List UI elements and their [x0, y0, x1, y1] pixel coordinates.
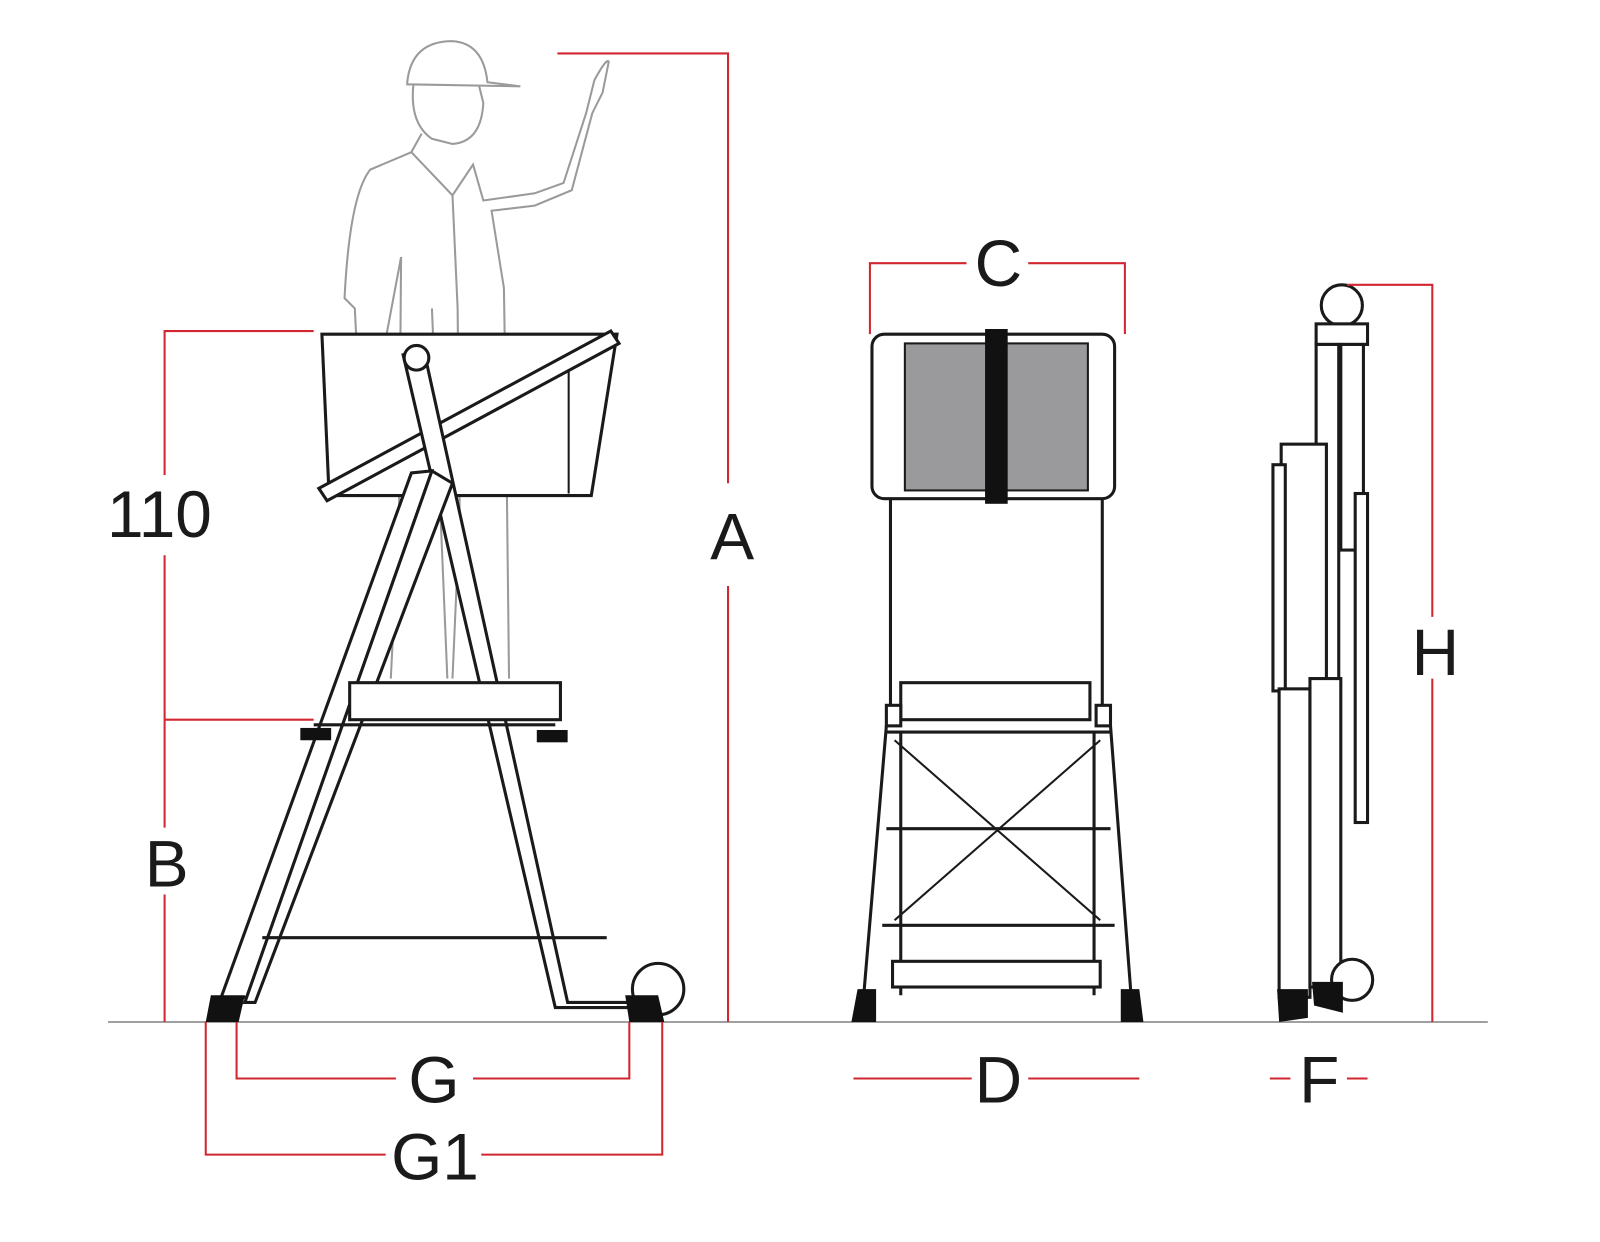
dimension-a-label: A: [710, 500, 754, 574]
dimension-lines: [163, 52, 1434, 1156]
dimension-f-label: F: [1299, 1043, 1339, 1117]
dimension-b-label: B: [145, 827, 189, 901]
dimension-g1-label: G1: [391, 1120, 479, 1194]
side-view-ladder: [205, 329, 686, 1022]
dimension-c-label: C: [975, 226, 1023, 300]
guardrail-height-label: 110: [107, 477, 212, 551]
dimension-d-label: D: [975, 1043, 1023, 1117]
dimension-g-label: G: [408, 1043, 459, 1117]
folded-ladder: [1271, 283, 1375, 1022]
dimension-h-label: H: [1412, 615, 1460, 689]
front-view-ladder: [851, 329, 1144, 1022]
